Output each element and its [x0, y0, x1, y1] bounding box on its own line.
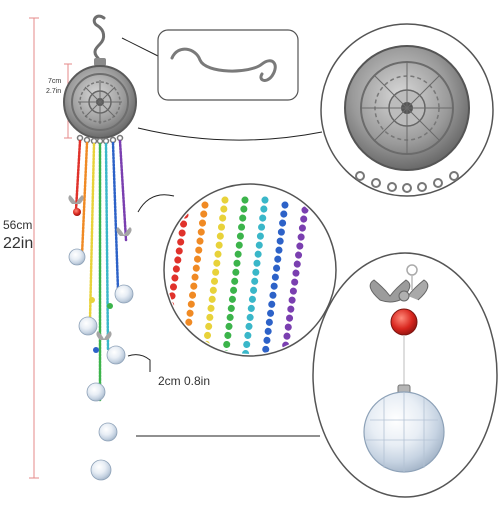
charm-detail-callout	[136, 252, 498, 498]
crystal-gap-callout-line	[127, 354, 151, 372]
bead-chain-icon	[74, 139, 128, 402]
disc-diameter-cm-label: 7cm	[48, 78, 62, 85]
hook-detail-callout	[121, 29, 299, 101]
s-hook-icon	[92, 14, 106, 60]
disc-detail-callout	[137, 23, 494, 197]
total-length-dimension-line	[29, 17, 39, 479]
crystal-ball-icon	[68, 248, 134, 481]
beads-detail-callout	[137, 183, 337, 357]
crystal-gap-label: 2cm 0.8in	[158, 374, 211, 388]
suncatcher-product	[63, 14, 137, 481]
angel-charm-icon	[68, 195, 132, 353]
total-length-in-label: 22in	[3, 235, 34, 252]
total-length-cm-label: 56cm	[3, 218, 33, 232]
mandala-disc-icon	[63, 58, 137, 145]
disc-diameter-in-label: 2.7in	[46, 88, 62, 95]
